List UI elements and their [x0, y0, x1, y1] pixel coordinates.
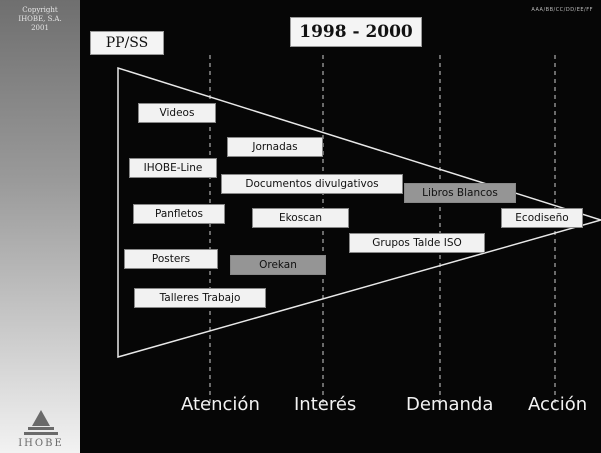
item-box-grupos-talde-iso: Grupos Talde ISO [349, 233, 485, 253]
category-label: PP/SS [90, 31, 164, 55]
stage-label-interes: Interés [294, 394, 357, 415]
item-box-ecodiseno: Ecodiseño [501, 208, 583, 228]
period-title: 1998 - 2000 [290, 17, 422, 47]
stage-label-accion: Acción [528, 394, 588, 415]
item-box-panfletos: Panfletos [133, 204, 225, 224]
item-box-orekan: Orekan [230, 255, 326, 275]
copyright-line: 2001 [31, 24, 49, 32]
item-box-videos: Videos [138, 103, 216, 123]
header-code-text: AAA/BB/CC/DD/EE/FF [531, 7, 593, 13]
ihobe-logo: IHOBE [6, 408, 76, 453]
item-box-ihobe-line: IHOBE-Line [129, 158, 217, 178]
sidebar: Copyright IHOBE, S.A. 2001 IHOBE [0, 0, 80, 453]
item-box-jornadas: Jornadas [227, 137, 323, 157]
slide-canvas: AAA/BB/CC/DD/EE/FF 1998 - 2000 PP/SS Vid… [80, 0, 601, 453]
funnel-outline [117, 66, 601, 358]
tree-logo-icon [24, 410, 58, 435]
logo-text: IHOBE [18, 438, 64, 449]
item-box-posters: Posters [124, 249, 218, 269]
copyright-line: Copyright [22, 6, 58, 14]
stage-label-atencion: Atención [181, 394, 260, 415]
item-box-documentos-divulgativos: Documentos divulgativos [221, 174, 403, 194]
stage-label-demanda: Demanda [406, 394, 494, 415]
item-box-libros-blancos: Libros Blancos [404, 183, 516, 203]
item-box-talleres-trabajo: Talleres Trabajo [134, 288, 266, 308]
item-box-ekoscan: Ekoscan [252, 208, 349, 228]
copyright-notice: Copyright IHOBE, S.A. 2001 [0, 6, 80, 33]
copyright-line: IHOBE, S.A. [18, 15, 62, 23]
